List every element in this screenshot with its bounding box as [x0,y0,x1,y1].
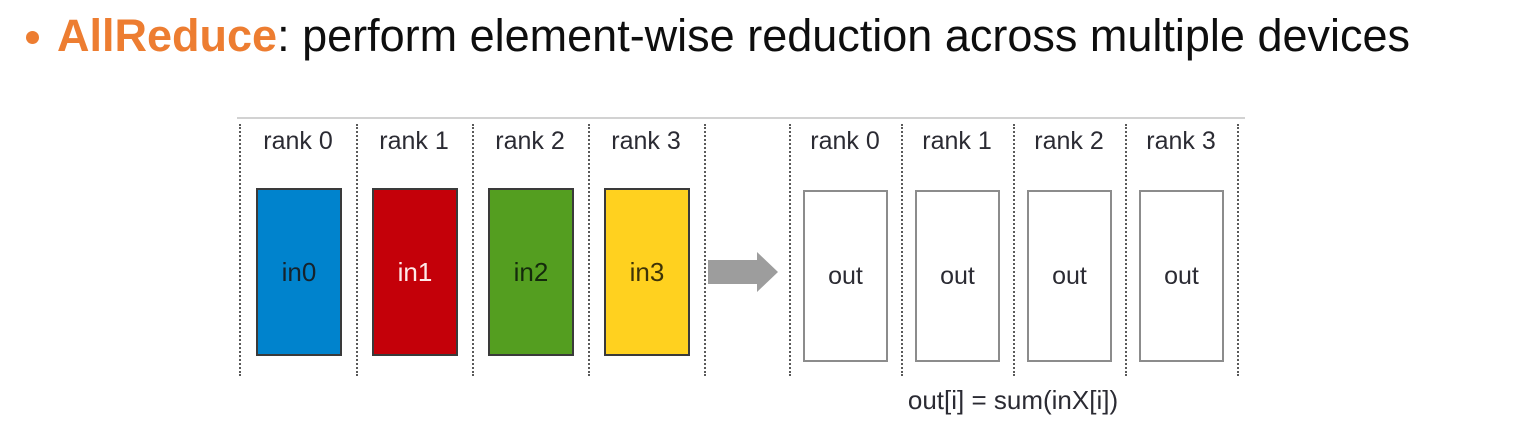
column-divider [588,124,590,376]
input-buffer-in3: in3 [604,188,690,356]
right-arrow-icon [708,252,778,292]
column-divider [1237,124,1239,376]
input-rank-2-label: rank 2 [495,127,565,155]
bullet-icon [26,31,39,44]
input-buffer-in1: in1 [372,188,458,356]
column-divider [472,124,474,376]
column-divider [704,124,706,376]
output-rank-2-label: rank 2 [1034,127,1104,155]
column-divider [356,124,358,376]
page-title: AllReduce: perform element-wise reductio… [57,8,1410,64]
reduction-formula: out[i] = sum(inX[i]) [907,385,1119,415]
output-buffer-rank0: out [803,190,888,362]
diagram-top-border [237,117,1245,119]
input-rank-0-label: rank 0 [263,127,333,155]
input-buffer-in2: in2 [488,188,574,356]
output-buffer-rank2: out [1027,190,1112,362]
title-rest-text: : perform element-wise reduction across … [277,10,1411,61]
column-divider [901,124,903,376]
column-divider [789,124,791,376]
output-rank-0-label: rank 0 [810,127,880,155]
bullet-line: AllReduce: perform element-wise reductio… [26,8,1410,64]
input-rank-1-label: rank 1 [379,127,449,155]
column-divider [1013,124,1015,376]
input-rank-3-label: rank 3 [611,127,681,155]
allreduce-keyword: AllReduce [57,10,278,61]
column-divider [239,124,241,376]
column-divider [1125,124,1127,376]
input-buffer-in0: in0 [256,188,342,356]
output-rank-3-label: rank 3 [1146,127,1216,155]
output-rank-1-label: rank 1 [922,127,992,155]
output-buffer-rank3: out [1139,190,1224,362]
output-buffer-rank1: out [915,190,1000,362]
